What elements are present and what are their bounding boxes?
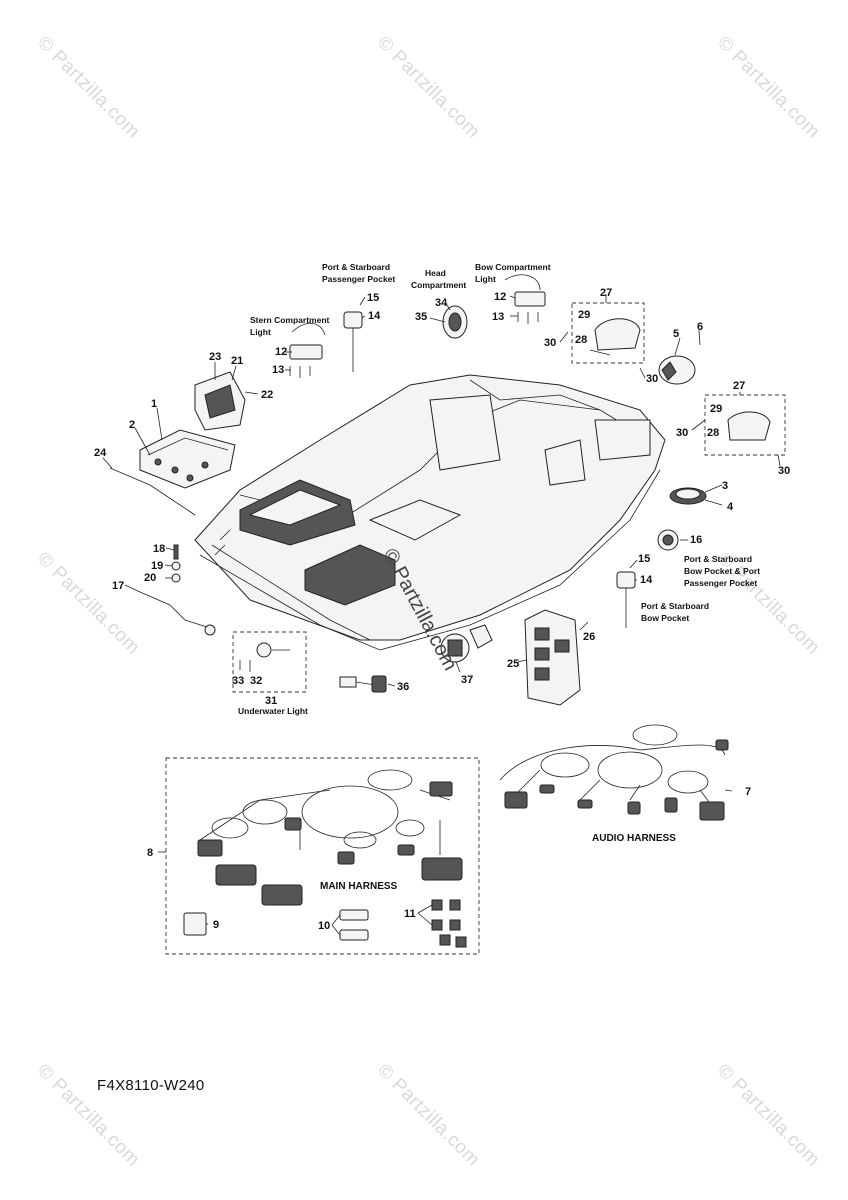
callout-31: 31	[265, 695, 277, 707]
callout-2: 2	[129, 419, 135, 431]
audio-harness	[499, 724, 729, 821]
callout-19: 19	[151, 560, 163, 572]
callout-numbers: 1 2 24 23 21 22 12 13 15 14 34 35 12 13 …	[94, 287, 790, 932]
cup-holder	[658, 355, 696, 385]
callout-30-c: 30	[676, 427, 688, 439]
label-bow-pocket-port-3: Passenger Pocket	[684, 578, 757, 588]
callout-10: 10	[318, 920, 330, 932]
callout-13-bow: 13	[492, 311, 504, 323]
label-passenger-pocket-1: Port & Starboard	[322, 262, 390, 272]
boat-hull	[194, 374, 666, 651]
callout-24: 24	[94, 447, 107, 459]
label-bow-pocket-2: Bow Pocket	[641, 613, 689, 623]
callout-14-bow: 14	[640, 574, 653, 586]
callout-30-d: 30	[778, 465, 790, 477]
assembly-box-27-top	[571, 302, 645, 364]
callout-22: 22	[261, 389, 273, 401]
fuse-box	[194, 371, 246, 431]
label-head-compartment-1: Head	[425, 268, 446, 278]
label-bow-pocket-port-2: Bow Pocket & Port	[684, 566, 760, 576]
battery-tray	[139, 429, 236, 489]
callout-13-stern: 13	[272, 364, 284, 376]
label-head-compartment-2: Compartment	[411, 280, 466, 290]
bow-light	[504, 274, 546, 324]
callout-8: 8	[147, 847, 153, 859]
main-harness	[183, 769, 467, 948]
callout-15-bow: 15	[638, 553, 650, 565]
callout-28-top: 28	[575, 334, 587, 346]
battery-cable	[109, 467, 196, 516]
callout-5: 5	[673, 328, 679, 340]
callout-37: 37	[461, 674, 473, 686]
callout-34: 34	[435, 297, 448, 309]
callout-20: 20	[144, 572, 156, 584]
callout-28-right: 28	[707, 427, 719, 439]
label-underwater-light: Underwater Light	[238, 706, 308, 716]
callout-1: 1	[151, 398, 157, 410]
callout-29-top: 29	[578, 309, 590, 321]
power-socket	[657, 529, 679, 551]
label-main-harness: MAIN HARNESS	[320, 881, 398, 892]
underwater-light	[239, 642, 290, 672]
electrical-bracket	[524, 609, 581, 706]
label-stern-compartment-2: Light	[250, 327, 271, 337]
assembly-box-31	[232, 631, 307, 693]
label-audio-harness: AUDIO HARNESS	[592, 833, 676, 844]
callout-4: 4	[727, 501, 734, 513]
section-labels: Port & Starboard Passenger Pocket Head C…	[238, 262, 760, 892]
callout-16: 16	[690, 534, 702, 546]
callout-27-top: 27	[600, 287, 612, 299]
leader-lines	[102, 294, 781, 936]
label-bow-pocket-1: Port & Starboard	[641, 601, 709, 611]
drain-cover	[669, 487, 707, 505]
callout-23: 23	[209, 351, 221, 363]
callout-15-passenger: 15	[367, 292, 379, 304]
callout-36: 36	[397, 681, 409, 693]
diagram-code: F4X8110-W240	[97, 1077, 205, 1094]
callout-17: 17	[112, 580, 124, 592]
callout-18: 18	[153, 543, 165, 555]
bow-pocket-light	[616, 571, 636, 628]
callout-32: 32	[250, 675, 262, 687]
callout-6: 6	[697, 321, 703, 333]
callout-14-passenger: 14	[368, 310, 381, 322]
callout-33: 33	[232, 675, 244, 687]
label-passenger-pocket-2: Passenger Pocket	[322, 274, 395, 284]
sensor	[339, 675, 387, 693]
storage-lid-top	[589, 318, 641, 356]
callout-29-right: 29	[710, 403, 722, 415]
callout-12-stern: 12	[275, 346, 287, 358]
callout-11: 11	[404, 908, 416, 920]
label-stern-compartment-1: Stern Compartment	[250, 315, 330, 325]
callout-30-a: 30	[544, 337, 556, 349]
callout-9: 9	[213, 919, 219, 931]
stern-light	[289, 322, 326, 378]
callout-26: 26	[583, 631, 595, 643]
callout-7: 7	[745, 786, 751, 798]
passenger-pocket-light	[343, 311, 363, 372]
battery-switch	[440, 624, 493, 663]
callout-30-b: 30	[646, 373, 658, 385]
storage-lid-right	[727, 411, 771, 441]
callout-3: 3	[722, 480, 728, 492]
callout-21: 21	[231, 355, 243, 367]
main-harness-box	[165, 757, 480, 955]
callout-25: 25	[507, 658, 519, 670]
ground-cable	[139, 544, 216, 636]
head-compartment-speaker	[442, 305, 468, 339]
label-bow-pocket-port-1: Port & Starboard	[684, 554, 752, 564]
callout-35: 35	[415, 311, 427, 323]
label-bow-compartment-1: Bow Compartment	[475, 262, 551, 272]
label-bow-compartment-2: Light	[475, 274, 496, 284]
callout-27-right: 27	[733, 380, 745, 392]
callout-12-bow: 12	[494, 291, 506, 303]
